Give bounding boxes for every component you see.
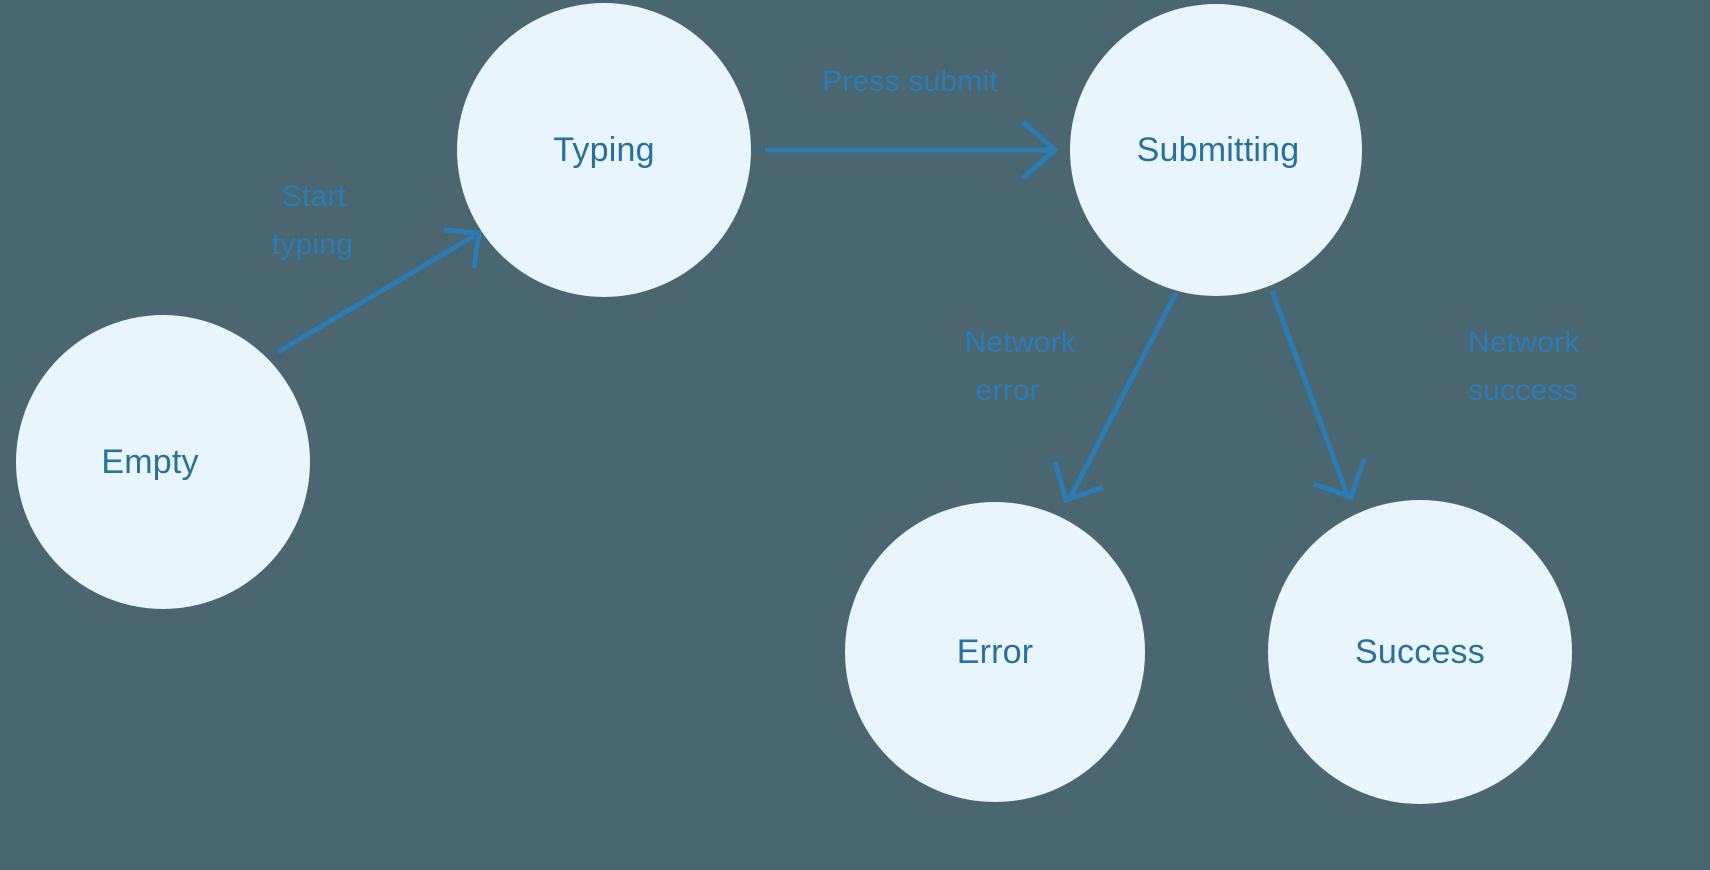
edge-label-submitting-to-success-line-1: Network <box>1468 326 1580 359</box>
edge-label-submitting-to-error: Network error <box>965 326 1077 407</box>
state-node-typing-circle[interactable] <box>457 3 751 297</box>
edge-label-empty-to-typing: Start typing <box>272 180 353 261</box>
state-node-success[interactable]: Success <box>1268 500 1572 804</box>
edge-label-submitting-to-success-line-2: success <box>1468 374 1578 407</box>
state-node-typing-label: Typing <box>553 131 654 169</box>
state-node-submitting-label: Submitting <box>1137 131 1300 169</box>
edge-typing-to-submitting <box>765 120 1059 180</box>
edge-label-typing-to-submitting: Press submit <box>822 65 998 98</box>
edge-submitting-to-error-arrowhead <box>1052 461 1104 504</box>
state-node-error-label: Error <box>957 633 1034 671</box>
edge-typing-to-submitting-arrowhead <box>1021 120 1059 180</box>
state-node-submitting[interactable]: Submitting <box>1070 4 1362 296</box>
edge-submitting-to-error <box>1052 291 1179 504</box>
state-node-empty-label: Empty <box>101 443 198 481</box>
state-node-empty-circle[interactable] <box>16 315 310 609</box>
state-node-submitting-circle[interactable] <box>1070 4 1362 296</box>
edge-submitting-to-success-line <box>1269 290 1350 495</box>
state-node-success-circle[interactable] <box>1268 500 1572 804</box>
edge-label-empty-to-typing-line-2: typing <box>272 228 353 261</box>
edge-empty-to-typing <box>276 227 482 355</box>
state-node-success-label: Success <box>1355 633 1485 671</box>
state-node-error-circle[interactable] <box>845 502 1145 802</box>
state-node-error[interactable]: Error <box>845 502 1145 802</box>
edge-label-submitting-to-error-line-2: error <box>976 374 1040 407</box>
edge-label-submitting-to-error-line-1: Network <box>965 326 1077 359</box>
edge-submitting-to-success-arrowhead <box>1313 458 1367 501</box>
state-node-typing[interactable]: Typing <box>457 3 751 297</box>
edge-empty-to-typing-arrowhead <box>443 227 482 269</box>
edge-empty-to-typing-line <box>276 233 476 355</box>
state-node-empty[interactable]: Empty <box>16 315 310 609</box>
edge-label-submitting-to-success: Network success <box>1468 326 1580 407</box>
edge-label-empty-to-typing-line-1: Start <box>282 180 347 213</box>
edge-label-typing-to-submitting-line-1: Press submit <box>822 65 998 98</box>
edge-submitting-to-success <box>1269 290 1367 501</box>
edge-submitting-to-error-line <box>1067 291 1179 500</box>
